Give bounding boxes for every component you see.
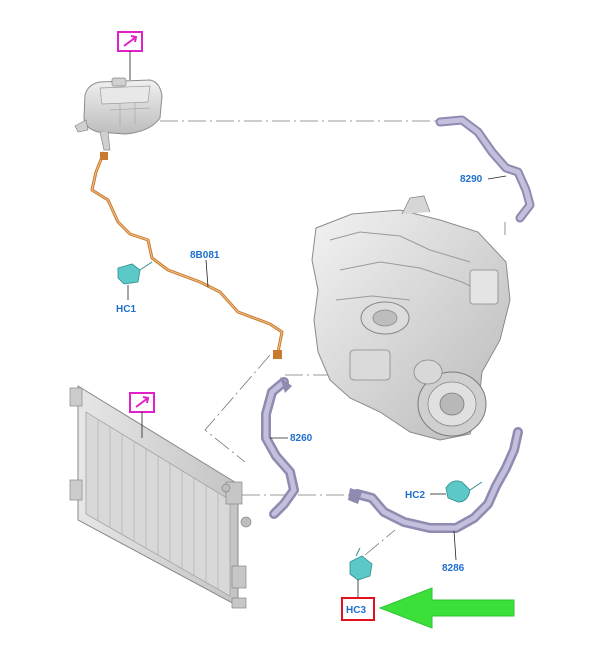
clip-hc1-label: HC1 [116,304,136,315]
degas-hose-label: 8B081 [190,250,220,261]
upper-hose-label: 8290 [460,174,483,185]
hose-clip-hc1[interactable] [117,261,153,300]
hose-clip-hc3[interactable] [349,547,373,598]
green-arrow-icon [378,587,515,629]
engine-outlet-hose-label: 8286 [442,563,465,574]
arrow-detail-icon [135,396,150,408]
engine-assembly[interactable] [311,195,511,441]
clip-hc3-label: HC3 [346,605,366,616]
radiator-detail-marker[interactable] [129,392,155,438]
hose-clip-hc2[interactable] [430,480,483,503]
arrow-detail-icon [123,35,138,47]
radiator-outlet-hose-label: 8260 [290,433,313,444]
reservoir-detail-marker[interactable] [117,31,143,80]
coolant-reservoir[interactable] [74,77,163,151]
routing-centerlines [160,120,506,556]
radiator[interactable] [69,385,252,609]
clip-hc2-label: HC2 [405,490,425,501]
upper-hose[interactable] [435,115,535,223]
engine-outlet-hose[interactable] [348,427,523,533]
hc3-highlight-box [341,597,375,621]
degas-hose[interactable] [90,151,284,359]
radiator-outlet-hose[interactable] [261,377,299,519]
